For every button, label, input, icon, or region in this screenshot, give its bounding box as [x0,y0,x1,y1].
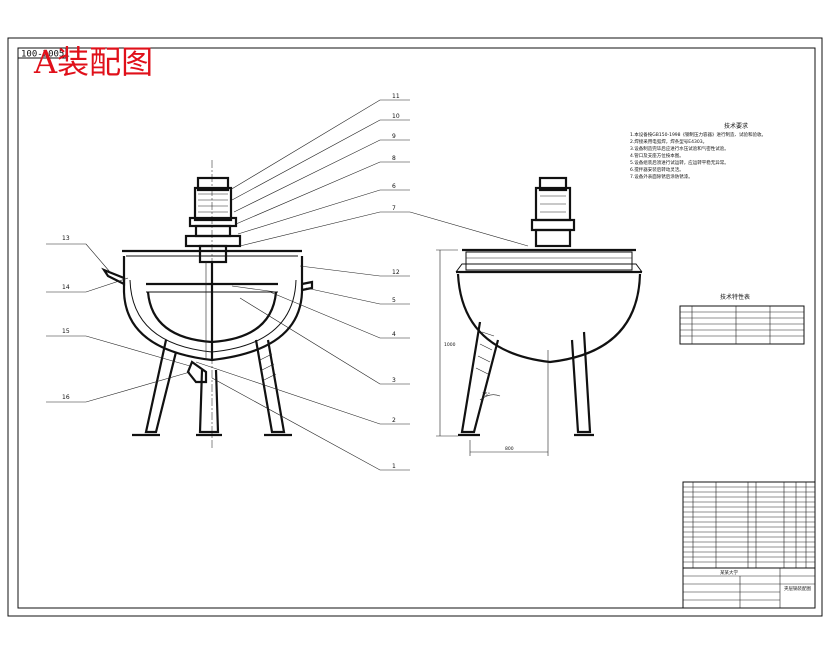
callout-3: 3 [392,377,396,384]
right-view: 1000 800 15° [409,176,643,456]
tech-table-title: 技术特性表 [720,293,750,301]
callouts-left: 13 14 15 16 [46,235,191,403]
tech-characteristics-table: 技术特性表 [679,293,805,345]
tech-req-line-7: 7.设备外表面除锈后涂防锈漆。 [630,173,693,180]
callout-11: 11 [392,93,400,100]
callout-15: 15 [62,328,70,335]
callout-8: 8 [392,155,396,162]
callout-14: 14 [62,284,70,291]
tech-req-line-5: 5.设备组装后须进行试运转，应运转平稳无异常。 [630,159,729,166]
parts-list [682,481,816,569]
callout-6: 6 [392,183,396,190]
callout-12: 12 [392,269,400,276]
callout-13: 13 [62,235,70,242]
inner-frame [17,47,816,609]
stamp-box [17,47,67,59]
callout-10: 10 [392,113,400,120]
dim-angle: 15° [482,392,490,398]
callout-16: 16 [62,394,70,401]
tech-req-line-3: 3.设备制造完毕后应进行水压试验和气密性试验。 [630,145,729,152]
school-name: 某某大学 [720,569,738,576]
tech-req-title: 技术要求 [724,122,748,130]
stamp-text: 100-20051 [21,50,70,60]
dim-width: 800 [505,446,514,452]
title-block: 某某大学 夹层锅装配图 [682,567,816,609]
tech-req-line-2: 2.焊接采用电弧焊，焊条型号E4303。 [630,138,707,145]
tech-requirements: 技术要求 1.本设备按GB150-1998《钢制压力容器》进行制造、试验和验收。… [630,122,766,180]
callout-4: 4 [392,331,396,338]
left-view [101,160,314,450]
callouts-right: 11 10 9 8 6 7 12 5 4 3 2 1 [195,93,410,471]
drawing-name: 夹层锅装配图 [784,585,811,592]
callout-1: 1 [392,463,396,470]
tech-req-line-4: 4.管口及支座方位按本图。 [630,152,684,159]
tech-req-line-6: 6.搅拌器安装后转动灵活。 [630,166,684,173]
dim-height: 1000 [444,342,456,348]
drawing-title: A装配图 [33,43,153,81]
callout-7: 7 [392,205,396,212]
tech-req-line-1: 1.本设备按GB150-1998《钢制压力容器》进行制造、试验和验收。 [630,131,766,138]
callout-2: 2 [392,417,396,424]
callout-9: 9 [392,133,396,140]
outer-frame [7,37,823,617]
callout-5: 5 [392,297,396,304]
